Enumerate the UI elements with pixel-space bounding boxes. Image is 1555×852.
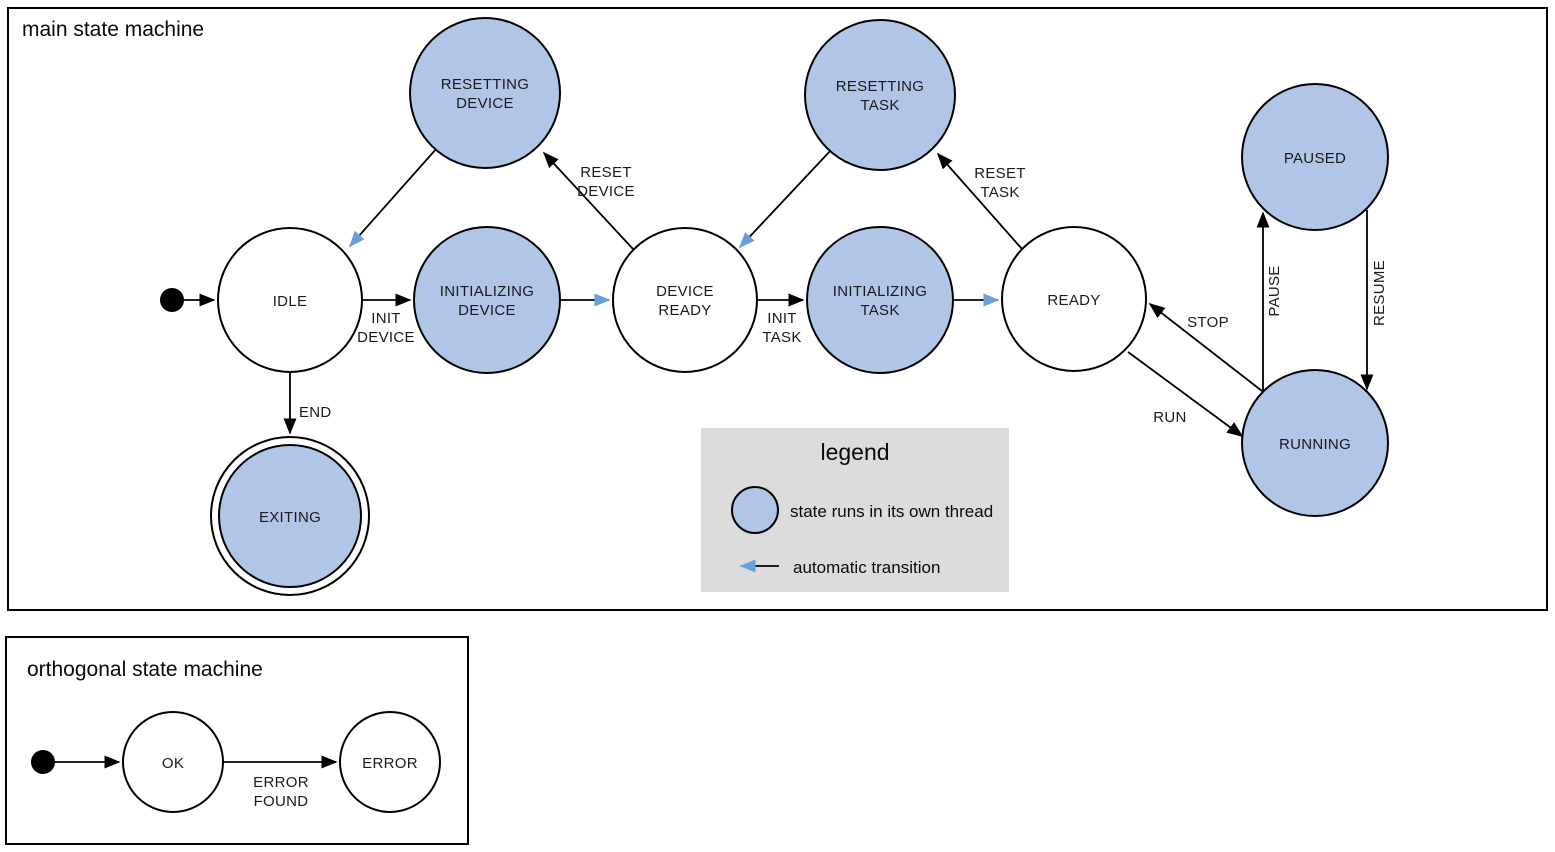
main-transitions: INIT DEVICE INIT TASK RESET DEVICE RESET… xyxy=(184,147,1388,437)
transition-pause-label: PAUSE xyxy=(1266,265,1283,316)
main-initial-state-dot xyxy=(160,288,184,312)
state-device-ready-label-line1: DEVICE xyxy=(656,283,714,300)
state-initializing-device-label-line1: INITIALIZING xyxy=(440,283,534,300)
transition-reset-task-arrow xyxy=(936,152,1023,250)
state-device-ready-label-line2: READY xyxy=(658,302,711,319)
state-device-ready-circle xyxy=(612,227,758,373)
legend-box: legend state runs in its own thread auto… xyxy=(701,428,1009,592)
state-initializing-device-circle xyxy=(413,226,561,374)
transition-error-found-label-line2: FOUND xyxy=(254,793,309,810)
state-resetting-device-label-line2: DEVICE xyxy=(456,95,514,112)
state-resetting-task-label-line2: TASK xyxy=(860,97,899,114)
main-machine-frame xyxy=(7,7,1548,611)
state-exiting-label: EXITING xyxy=(259,509,321,526)
transition-resume-label: RESUME xyxy=(1371,260,1388,326)
transition-reset-device-label-line1: RESET xyxy=(580,164,632,181)
transition-reset-device-arrow xyxy=(542,151,634,250)
transition-auto-device-ready2-arrow xyxy=(738,148,833,249)
transition-reset-device-label-line2: DEVICE xyxy=(577,183,635,200)
state-exiting: EXITING xyxy=(210,436,370,596)
legend-thread-swatch-icon xyxy=(731,486,779,534)
state-resetting-device: RESETTING DEVICE xyxy=(409,17,561,169)
state-device-ready: DEVICE READY xyxy=(612,227,758,373)
state-resetting-device-label-line1: RESETTING xyxy=(441,76,530,93)
transition-error-found-label-line1: ERROR xyxy=(253,774,309,791)
state-error-label: ERROR xyxy=(362,755,418,772)
state-initializing-device-label-line2: DEVICE xyxy=(458,302,516,319)
state-exiting-inner-circle xyxy=(218,444,362,588)
legend-thread-label: state runs in its own thread xyxy=(790,502,993,521)
state-ready-circle xyxy=(1001,226,1147,372)
orthogonal-initial-state-dot xyxy=(31,750,55,774)
state-paused-label: PAUSED xyxy=(1284,150,1346,167)
state-resetting-device-circle xyxy=(409,17,561,169)
orthogonal-machine-frame xyxy=(5,636,469,845)
state-error-circle xyxy=(339,711,441,813)
state-initializing-task: INITIALIZING TASK xyxy=(806,226,954,374)
state-idle-circle xyxy=(217,227,363,373)
state-initializing-task-label-line2: TASK xyxy=(860,302,899,319)
transition-run-label: RUN xyxy=(1153,409,1186,426)
transition-run-arrow xyxy=(1127,351,1244,437)
orthogonal-machine-title: orthogonal state machine xyxy=(27,658,263,681)
main-machine-title: main state machine xyxy=(22,18,204,41)
state-paused-circle xyxy=(1241,83,1389,231)
transition-stop-label: STOP xyxy=(1187,314,1229,331)
state-ready: READY xyxy=(1001,226,1147,372)
state-idle: IDLE xyxy=(217,227,363,373)
state-running: RUNNING xyxy=(1241,369,1389,517)
transition-init-task-label-line2: TASK xyxy=(762,329,801,346)
state-running-label: RUNNING xyxy=(1279,436,1351,453)
orthogonal-machine: orthogonal state machine OK ERROR FOUND … xyxy=(5,636,469,845)
state-paused: PAUSED xyxy=(1241,83,1389,231)
state-ok: OK xyxy=(122,711,224,813)
state-ok-label: OK xyxy=(162,755,184,772)
transition-reset-task-label-line2: TASK xyxy=(980,184,1019,201)
state-initializing-task-label-line1: INITIALIZING xyxy=(833,283,927,300)
transition-init-task-label-line1: INIT xyxy=(767,310,797,327)
state-ready-label: READY xyxy=(1047,292,1100,309)
legend-auto-label: automatic transition xyxy=(793,558,940,577)
legend-title: legend xyxy=(820,439,889,465)
state-initializing-device: INITIALIZING DEVICE xyxy=(413,226,561,374)
state-idle-label: IDLE xyxy=(273,293,308,310)
state-resetting-task: RESETTING TASK xyxy=(804,19,956,171)
transition-init-device-label-line1: INIT xyxy=(371,310,401,327)
transition-auto-idle-arrow xyxy=(348,147,438,248)
state-running-circle xyxy=(1241,369,1389,517)
transition-reset-task-label-line1: RESET xyxy=(974,165,1026,182)
transition-end-label: END xyxy=(299,404,332,421)
transition-stop-arrow xyxy=(1148,303,1263,392)
transition-init-device-label-line2: DEVICE xyxy=(357,329,415,346)
state-error: ERROR xyxy=(339,711,441,813)
state-resetting-task-circle xyxy=(804,19,956,171)
state-resetting-task-label-line1: RESETTING xyxy=(836,78,925,95)
state-initializing-task-circle xyxy=(806,226,954,374)
